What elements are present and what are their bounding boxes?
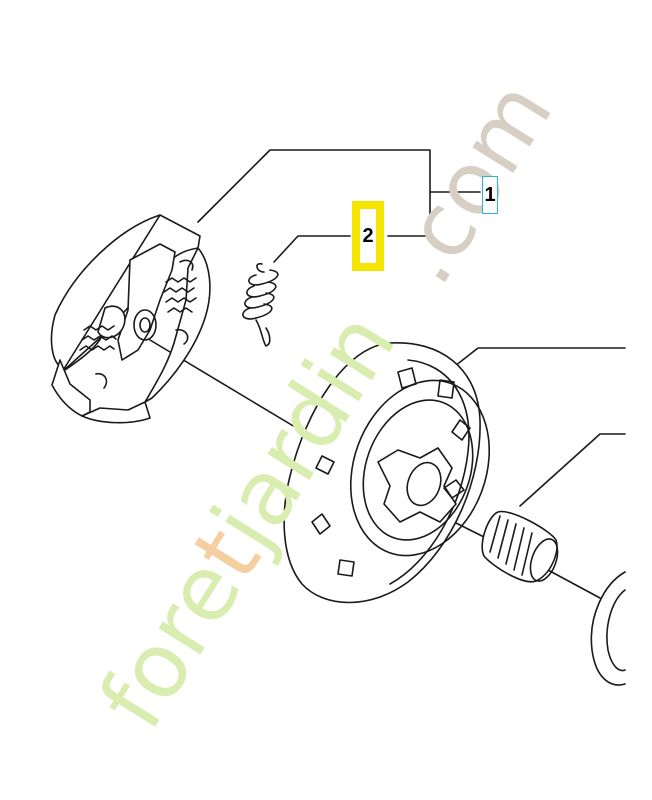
washer-partial [590, 571, 626, 686]
clutch-drum [283, 342, 491, 604]
leader-lines [197, 149, 626, 507]
clutch-assembly [50, 214, 211, 424]
part-number-1: 1 [484, 184, 496, 206]
part-label-2[interactable]: 2 [352, 201, 384, 271]
part-label-1[interactable]: 1 [482, 176, 498, 214]
part-number-2: 2 [362, 225, 374, 247]
needle-bearing [481, 510, 559, 583]
spring-part [242, 262, 279, 347]
